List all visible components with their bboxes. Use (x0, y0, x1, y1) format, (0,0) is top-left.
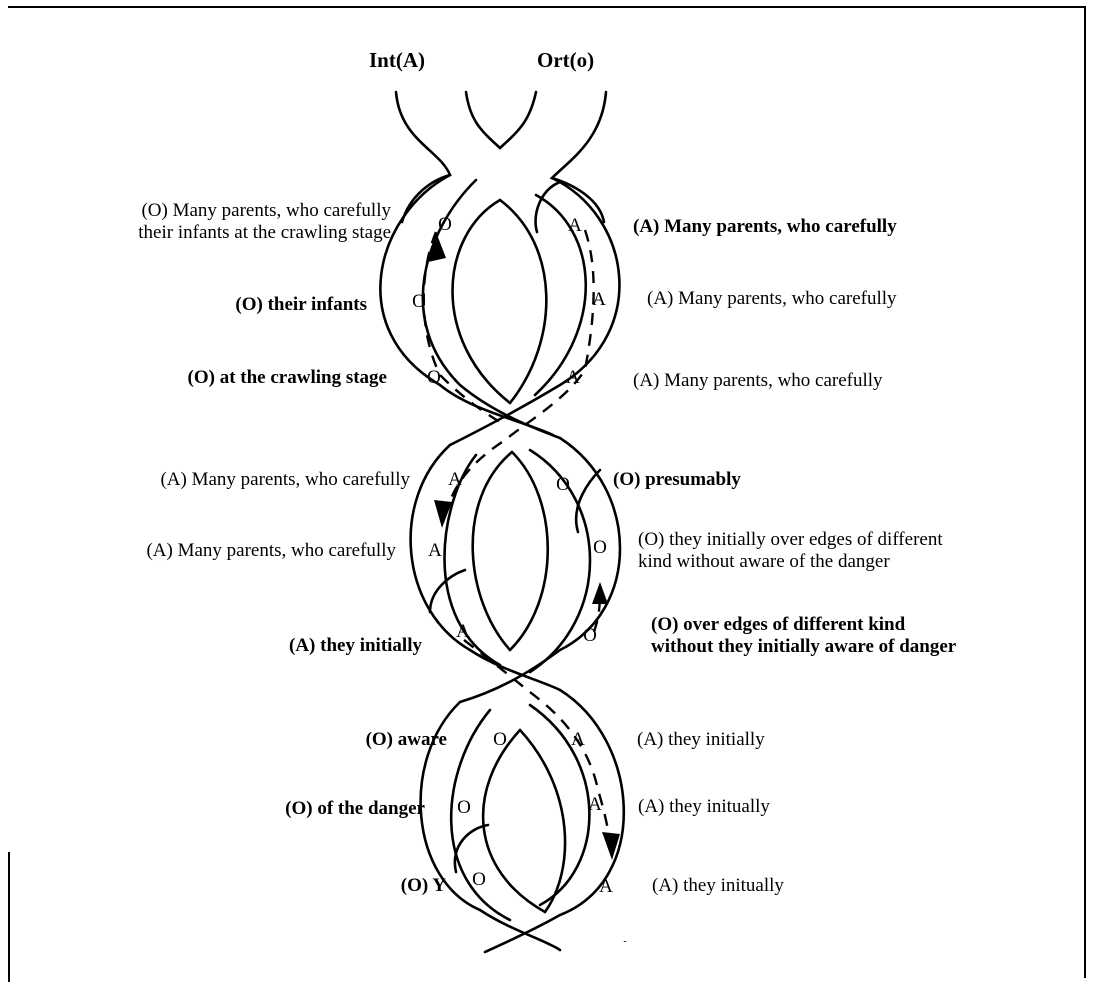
top-left-lobe-outer (396, 92, 450, 222)
marker-A-7: A (568, 730, 588, 750)
marker-O-7: O (490, 730, 510, 750)
header-int: Int(A) (369, 48, 425, 72)
right-label-6-line-1: (O) over edges of different kind (651, 614, 956, 636)
marker-A-5: A (425, 541, 445, 561)
strand-left-2-outer (411, 445, 560, 690)
lens-1-left (453, 200, 511, 403)
left-label-7: (O) aware (366, 729, 447, 751)
left-label-1: (O) Many parents, who carefully their in… (138, 200, 391, 244)
left-label-3: (O) at the crawling stage (188, 367, 387, 389)
marker-A-1: A (565, 216, 585, 236)
marker-A-6: A (453, 622, 473, 642)
top-right-lobe-outer (552, 92, 606, 222)
lens-2-left (473, 452, 512, 650)
right-label-7: (A) they initially (637, 729, 765, 751)
arrowhead-up-1 (428, 232, 446, 262)
right-label-2: (A) Many parents, who carefully (647, 288, 897, 310)
right-label-5: (O) they initially over edges of differe… (638, 529, 943, 573)
lens-2-right (510, 452, 548, 650)
strand-left-1-outer (380, 175, 553, 435)
marker-O-8: O (454, 798, 474, 818)
left-label-1-line-2: their infants at the crawling stage (138, 222, 391, 244)
arrowhead-up-2 (592, 582, 608, 604)
left-label-1-line-1: (O) Many parents, who carefully (138, 200, 391, 222)
lens-1-right (500, 200, 546, 403)
marker-O-6: O (580, 626, 600, 646)
lens-1-cap (536, 182, 560, 232)
right-label-3: (A) Many parents, who carefully (633, 370, 883, 392)
thread-O-1 (424, 232, 500, 422)
lens-2-cap-right (576, 470, 600, 532)
left-label-8: (O) of the danger (285, 798, 425, 820)
right-label-8: (A) they initually (638, 796, 770, 818)
marker-A-3: A (563, 368, 583, 388)
strand-right-2-outer (460, 438, 620, 702)
lens-3-right (520, 730, 565, 912)
left-label-2: (O) their infants (235, 294, 367, 316)
right-label-1: (A) Many parents, who carefully (633, 216, 897, 238)
marker-A-4: A (445, 470, 465, 490)
marker-O-9: O (469, 870, 489, 890)
marker-O-4: O (553, 475, 573, 495)
right-label-4: (O) presumably (613, 469, 741, 491)
marker-O-3: O (424, 368, 444, 388)
right-label-9: (A) they initually (652, 875, 784, 897)
marker-A-8: A (585, 795, 605, 815)
right-label-6-line-2: without they initially aware of danger (651, 636, 956, 658)
right-label-6: (O) over edges of different kind without… (651, 614, 956, 658)
marker-O-2: O (409, 292, 429, 312)
left-label-5: (A) Many parents, who carefully (146, 540, 396, 562)
marker-A-9: A (596, 877, 616, 897)
left-label-4: (A) Many parents, who carefully (160, 469, 410, 491)
right-label-5-line-1: (O) they initially over edges of differe… (638, 529, 943, 551)
left-label-9: (O) Y (401, 875, 446, 897)
right-label-5-line-2: kind without aware of the danger (638, 551, 943, 573)
stray-dot: - (615, 932, 635, 952)
top-center-lobe (466, 92, 536, 148)
marker-O-5: O (590, 538, 610, 558)
marker-A-2: A (589, 290, 609, 310)
header-ort: Ort(o) (537, 48, 594, 72)
marker-O-1: O (435, 215, 455, 235)
lens-3-left (483, 730, 545, 912)
left-label-6: (A) they initially (289, 635, 422, 657)
